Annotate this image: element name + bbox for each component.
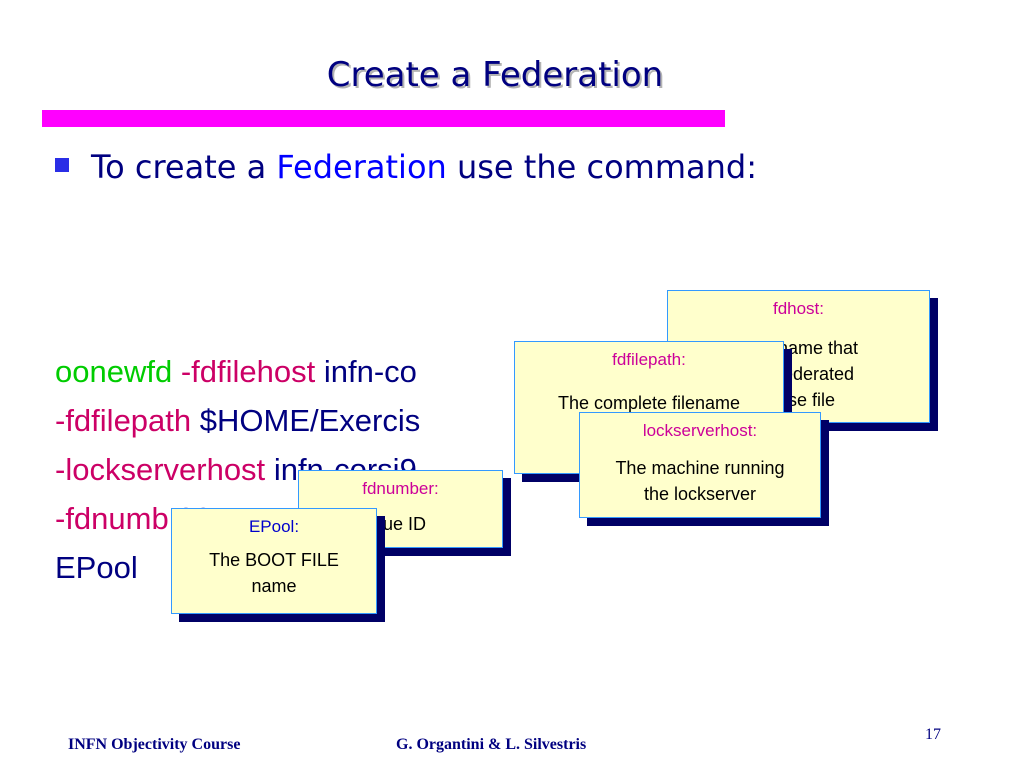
bullet-text-suffix: use the command:: [446, 148, 757, 186]
value-fdfilehost: infn-co: [323, 354, 417, 389]
square-bullet-icon: [55, 158, 69, 172]
callout-lockserverhost-body: The machine running the lockserver: [615, 458, 785, 504]
command-line-5: EPool: [55, 543, 420, 592]
page-number: 17: [925, 726, 941, 743]
callout-fdhost-body: name that federated ase file: [778, 338, 859, 410]
footer-course: INFN Objectivity Course: [68, 736, 241, 753]
option-fdnumber: -fdnumb: [55, 501, 169, 536]
command-line-3: -lockserverhost infn-corsi9: [55, 445, 420, 494]
callout-lockserverhost-title: lockserverhost:: [642, 421, 758, 440]
command-line-1: oonewfd -fdfilehost infn-co: [55, 347, 420, 396]
callout-fdhost-title: fdhost:: [772, 299, 825, 318]
command-line-2: -fdfilepath $HOME/Exercis: [55, 396, 420, 445]
callout-fdfilepath-title: fdfilepath:: [612, 350, 686, 369]
callout-epool: EPool: The BOOT FILE name: [171, 508, 377, 614]
callout-epool-title: EPool:: [248, 517, 300, 536]
bullet-text-prefix: To create a: [91, 148, 277, 186]
bullet-text-highlight: Federation: [276, 148, 447, 186]
option-fdfilepath: -fdfilepath: [55, 403, 192, 438]
callout-fdnumber-title: fdnumber:: [362, 479, 439, 498]
callout-lockserverhost: lockserverhost: The machine running the …: [579, 412, 821, 518]
title-underline-bar: [42, 110, 725, 127]
footer-authors: G. Organtini & L. Silvestris: [396, 736, 587, 753]
slide-title: Create a Federation: [326, 55, 664, 95]
callout-epool-body: The BOOT FILE name: [209, 550, 339, 596]
value-epool: EPool: [55, 550, 138, 585]
command-name: oonewfd: [55, 354, 173, 389]
value-fdfilepath: $HOME/Exercis: [199, 403, 421, 438]
bullet-item: To create a Federation use the command:: [55, 148, 757, 186]
command-block: oonewfd -fdfilehost infn-co -fdfilepath …: [55, 347, 420, 592]
option-fdfilehost: -fdfilehost: [180, 354, 316, 389]
option-lockserverhost: -lockserverhost: [55, 452, 266, 487]
